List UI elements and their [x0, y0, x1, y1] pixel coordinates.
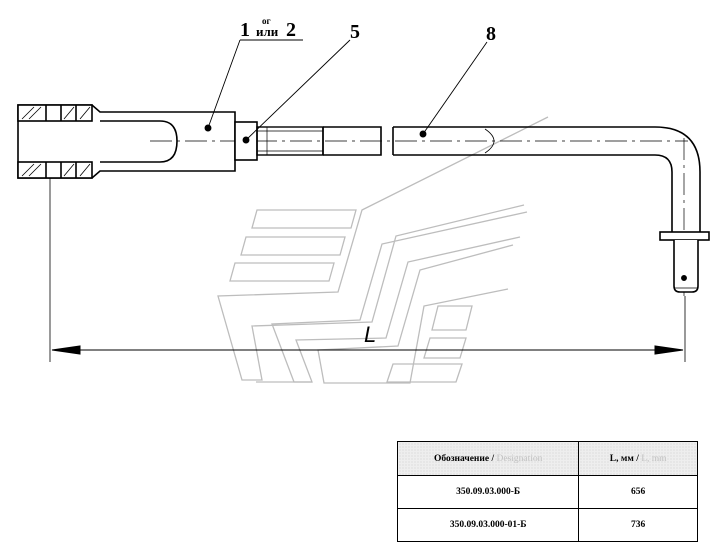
- callout-part-1-sub: ог: [262, 16, 271, 26]
- row-length: 656: [578, 475, 698, 509]
- callout-part-2: 2: [286, 19, 296, 41]
- table-row: 350.09.03.000-01-Б 736: [396, 508, 698, 542]
- dimension-label: L: [364, 322, 376, 347]
- callout-or: или: [256, 24, 279, 39]
- watermark-logo: [217, 116, 549, 384]
- hatching: [21, 106, 91, 177]
- rod-end: [659, 231, 710, 293]
- header-length: L, мм / L, mm: [578, 441, 698, 476]
- row-designation: 350.09.03.000-01-Б: [396, 508, 580, 542]
- table-row: 350.09.03.000-Б 656: [396, 475, 698, 509]
- row-length: 736: [578, 508, 698, 542]
- callout-part-1: 1: [240, 19, 250, 41]
- row-designation: 350.09.03.000-Б: [396, 475, 580, 509]
- leader-lines: [204, 39, 687, 281]
- designation-table: Обозначение / Designation L, мм / L, mm …: [396, 441, 698, 542]
- rod: [322, 126, 701, 232]
- callout-part-8: 8: [486, 23, 496, 45]
- callout-part-5: 5: [350, 21, 360, 43]
- clevis-fork: [17, 104, 236, 179]
- dimension-L: [49, 178, 686, 362]
- header-designation: Обозначение / Designation: [396, 441, 580, 476]
